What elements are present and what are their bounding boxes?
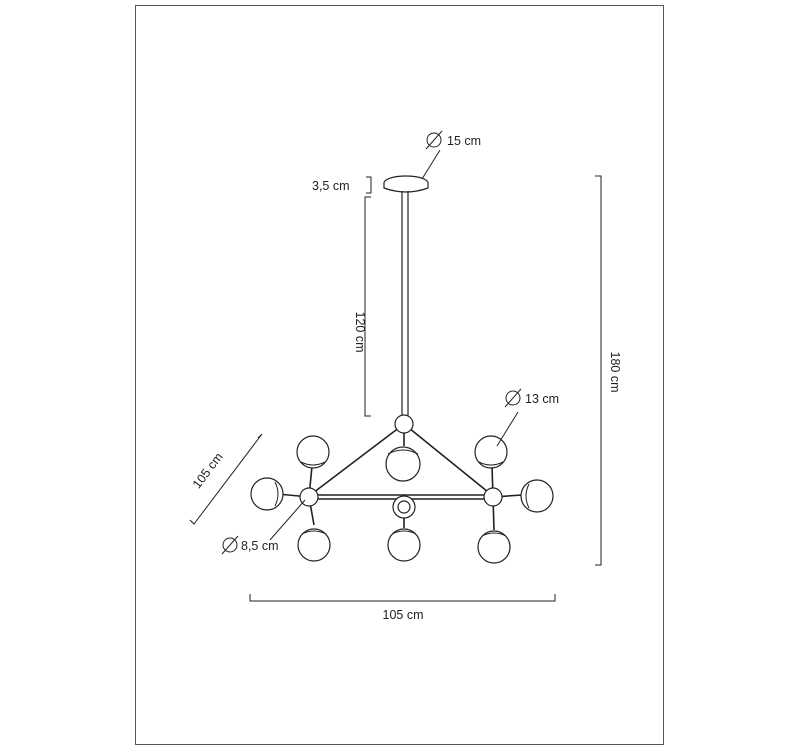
rod-length-dimension: 120 cm: [353, 196, 371, 417]
drawing-frame: [135, 5, 664, 745]
diameter-icon: [504, 388, 522, 408]
total-height-label: 180 cm: [608, 352, 622, 393]
globe: [296, 435, 330, 469]
canopy-height-dimension: 3,5 cm: [312, 176, 372, 194]
diameter-icon: [221, 535, 239, 555]
diameter-icon: [425, 130, 443, 150]
canopy-diameter-callout: 15 cm: [421, 130, 481, 180]
globe: [297, 528, 331, 562]
canopy-diameter-label: 15 cm: [447, 134, 481, 148]
canopy-height-label: 3,5 cm: [312, 179, 350, 193]
suspension-rod: [401, 191, 409, 416]
globe: [474, 435, 508, 469]
globe: [250, 477, 284, 511]
joint-diameter-label: 8,5 cm: [241, 539, 279, 553]
joints: [299, 414, 503, 519]
ceiling-canopy: [383, 175, 429, 193]
width-label: 105 cm: [383, 608, 424, 622]
depth-dimension: 105 cm: [189, 433, 263, 525]
globe: [385, 446, 421, 482]
globes: [250, 435, 554, 564]
rod-length-label: 120 cm: [353, 312, 367, 353]
globe: [387, 528, 421, 562]
total-height-dimension: 180 cm: [595, 175, 622, 566]
width-dimension: 105 cm: [249, 594, 556, 622]
globe-diameter-callout: 13 cm: [496, 388, 559, 447]
globe: [477, 530, 511, 564]
joint-diameter-callout: 8,5 cm: [221, 499, 306, 555]
depth-label: 105 cm: [190, 450, 226, 491]
globe-diameter-label: 13 cm: [525, 392, 559, 406]
globe: [520, 479, 554, 513]
